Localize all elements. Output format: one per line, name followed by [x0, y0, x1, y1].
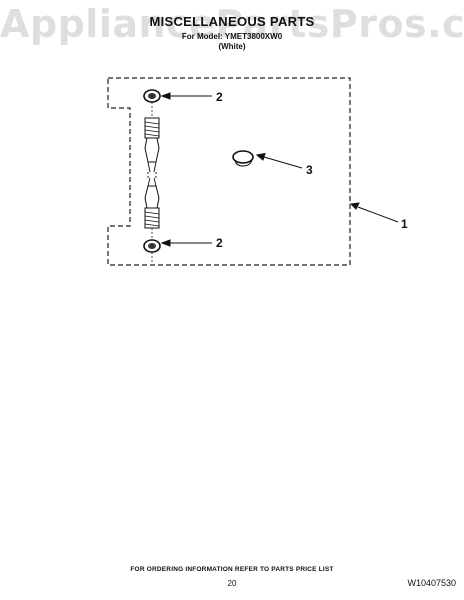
bottom-coupling-icon — [144, 177, 160, 229]
assembly-outline — [107, 77, 351, 266]
top-washer-icon — [143, 89, 161, 103]
hose-clamp-icon — [232, 150, 254, 167]
callout-arrows — [160, 92, 399, 247]
callout-number-clamp: 3 — [306, 163, 313, 177]
callout-number-top-washer: 2 — [216, 90, 223, 104]
page-number: 20 — [227, 579, 237, 588]
document-number: W10407530 — [407, 578, 456, 588]
callout-number-bottom-washer: 2 — [216, 236, 223, 250]
fill-hose — [143, 89, 161, 262]
ordering-note: FOR ORDERING INFORMATION REFER TO PARTS … — [130, 566, 334, 573]
top-coupling-icon — [144, 117, 160, 173]
color-line: (White) — [218, 42, 246, 51]
callout-number-assembly: 1 — [401, 217, 408, 231]
bottom-washer-icon — [143, 239, 161, 253]
page-title: MISCELLANEOUS PARTS — [149, 14, 315, 29]
model-line: For Model: YMET3800XW0 — [181, 32, 283, 41]
